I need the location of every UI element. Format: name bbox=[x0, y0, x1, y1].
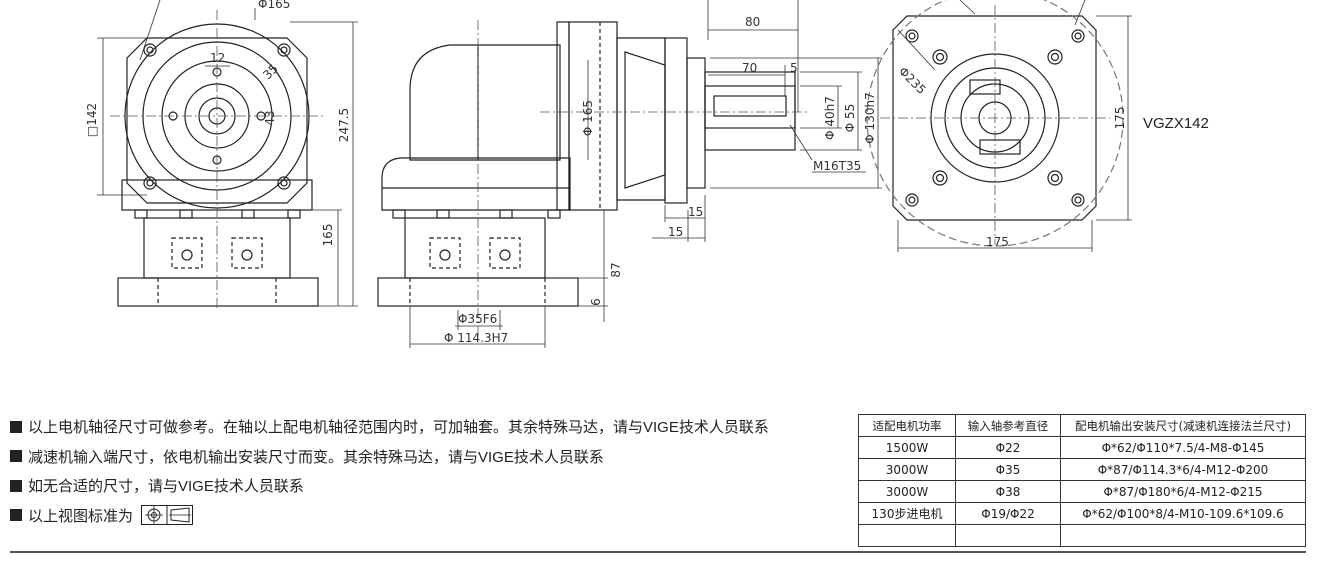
dim-70: 70 bbox=[742, 61, 757, 75]
dim-d165-side: Φ 165 bbox=[581, 100, 595, 136]
dim-d35: 35 bbox=[260, 61, 281, 82]
dim-d114-3h7: Φ 114.3H7 bbox=[444, 331, 508, 345]
table-cell: Φ*87/Φ114.3*6/4-M12-Φ200 bbox=[1060, 458, 1306, 481]
table-cell: Φ*62/Φ100*8/4-M10-109.6*109.6 bbox=[1060, 502, 1306, 525]
table-cell bbox=[858, 524, 956, 547]
dim-thread-m16: M16T35 bbox=[813, 159, 861, 173]
dim-height-175: 175 bbox=[1113, 107, 1127, 130]
square-bullet-icon bbox=[10, 479, 22, 492]
table-row: 3000W Φ38 Φ*87/Φ180*6/4-M12-Φ215 bbox=[858, 480, 1306, 503]
header-motor-power: 适配电机功率 bbox=[858, 414, 956, 437]
table-row: 3000W Φ35 Φ*87/Φ114.3*6/4-M12-Φ200 bbox=[858, 458, 1306, 481]
dim-height-165: 165 bbox=[321, 224, 335, 247]
note-text: 如无合适的尺寸，请与VIGE技术人员联系 bbox=[28, 478, 304, 496]
dim-5: 5 bbox=[790, 61, 798, 75]
dim-d40h7: Φ 40h7 bbox=[823, 96, 837, 140]
table-cell: Φ38 bbox=[955, 480, 1061, 503]
table-cell: Φ22 bbox=[955, 436, 1061, 459]
model-label: VGZX142 bbox=[1143, 115, 1209, 132]
table-cell: Φ35 bbox=[955, 458, 1061, 481]
bottom-divider bbox=[10, 551, 1306, 553]
dim-87: 87 bbox=[609, 262, 623, 277]
first-angle-projection-icon bbox=[141, 505, 194, 526]
table-cell: Φ*87/Φ180*6/4-M12-Φ215 bbox=[1060, 480, 1306, 503]
dim-d235: Φ235 bbox=[896, 64, 929, 97]
dim-15-b: 15 bbox=[668, 225, 683, 239]
note-text: 减速机输入端尺寸，依电机输出安装尺寸而变。其余特殊马达，请与VIGE技术人员联系 bbox=[28, 448, 604, 466]
dim-43: 43 bbox=[263, 110, 277, 125]
table-cell: 3000W bbox=[858, 480, 956, 503]
dim-15-a: 15 bbox=[688, 205, 703, 219]
table-cell: 3000W bbox=[858, 458, 956, 481]
side-view bbox=[377, 21, 796, 307]
dim-width-175: 175 bbox=[986, 235, 1009, 249]
table-cell: Φ19/Φ22 bbox=[955, 502, 1061, 525]
dim-width-12: 12 bbox=[210, 51, 225, 65]
dim-80: 80 bbox=[745, 15, 760, 29]
square-bullet-icon bbox=[10, 420, 22, 433]
notes-list: 以上电机轴径尺寸可做参考。在轴以上配电机轴径范围内时，可加轴套。其余特殊马达，请… bbox=[10, 412, 850, 530]
dim-d35f6: Φ35F6 bbox=[458, 312, 497, 326]
table-cell bbox=[955, 524, 1061, 547]
dim-d165-top: Φ165 bbox=[258, 0, 290, 11]
dim-d130h7: Φ 130h7 bbox=[863, 92, 877, 143]
square-bullet-icon bbox=[10, 509, 22, 522]
dim-height-247-5: 247.5 bbox=[337, 108, 351, 142]
dim-d55: Φ 55 bbox=[843, 104, 857, 133]
motor-spec-table: 适配电机功率 输入轴参考直径 配电机输出安装尺寸(减速机连接法兰尺寸) 1500… bbox=[858, 414, 1306, 547]
table-row: 1500W Φ22 Φ*62/Φ110*7.5/4-M8-Φ145 bbox=[858, 436, 1306, 459]
square-bullet-icon bbox=[10, 450, 22, 463]
technical-drawing: Φ165 □142 247.5 12 35 43 165 Φ35F6 Φ 114… bbox=[85, 0, 1209, 348]
table-cell: Φ*62/Φ110*7.5/4-M8-Φ145 bbox=[1060, 436, 1306, 459]
note-text: 以上电机轴径尺寸可做参考。在轴以上配电机轴径范围内时，可加轴套。其余特殊马达，请… bbox=[28, 419, 769, 437]
table-row bbox=[858, 524, 1306, 547]
table-cell: 1500W bbox=[858, 436, 956, 459]
dim-square-142: □142 bbox=[85, 103, 99, 137]
table-cell: 130步进电机 bbox=[858, 502, 956, 525]
header-mounting-dimensions: 配电机输出安装尺寸(减速机连接法兰尺寸) bbox=[1060, 414, 1306, 437]
note-text: 以上视图标准为 bbox=[28, 507, 134, 525]
dim-6: 6 bbox=[589, 298, 603, 306]
table-header-row: 适配电机功率 输入轴参考直径 配电机输出安装尺寸(减速机连接法兰尺寸) bbox=[858, 414, 1306, 437]
note-item: 以上电机轴径尺寸可做参考。在轴以上配电机轴径范围内时，可加轴套。其余特殊马达，请… bbox=[10, 412, 850, 442]
note-item: 如无合适的尺寸，请与VIGE技术人员联系 bbox=[10, 471, 850, 501]
table-cell bbox=[1060, 524, 1306, 547]
note-item: 减速机输入端尺寸，依电机输出安装尺寸而变。其余特殊马达，请与VIGE技术人员联系 bbox=[10, 442, 850, 472]
table-row: 130步进电机 Φ19/Φ22 Φ*62/Φ100*8/4-M10-109.6*… bbox=[858, 502, 1306, 525]
header-input-shaft-diameter: 输入轴参考直径 bbox=[955, 414, 1061, 437]
note-item: 以上视图标准为 bbox=[10, 501, 850, 531]
